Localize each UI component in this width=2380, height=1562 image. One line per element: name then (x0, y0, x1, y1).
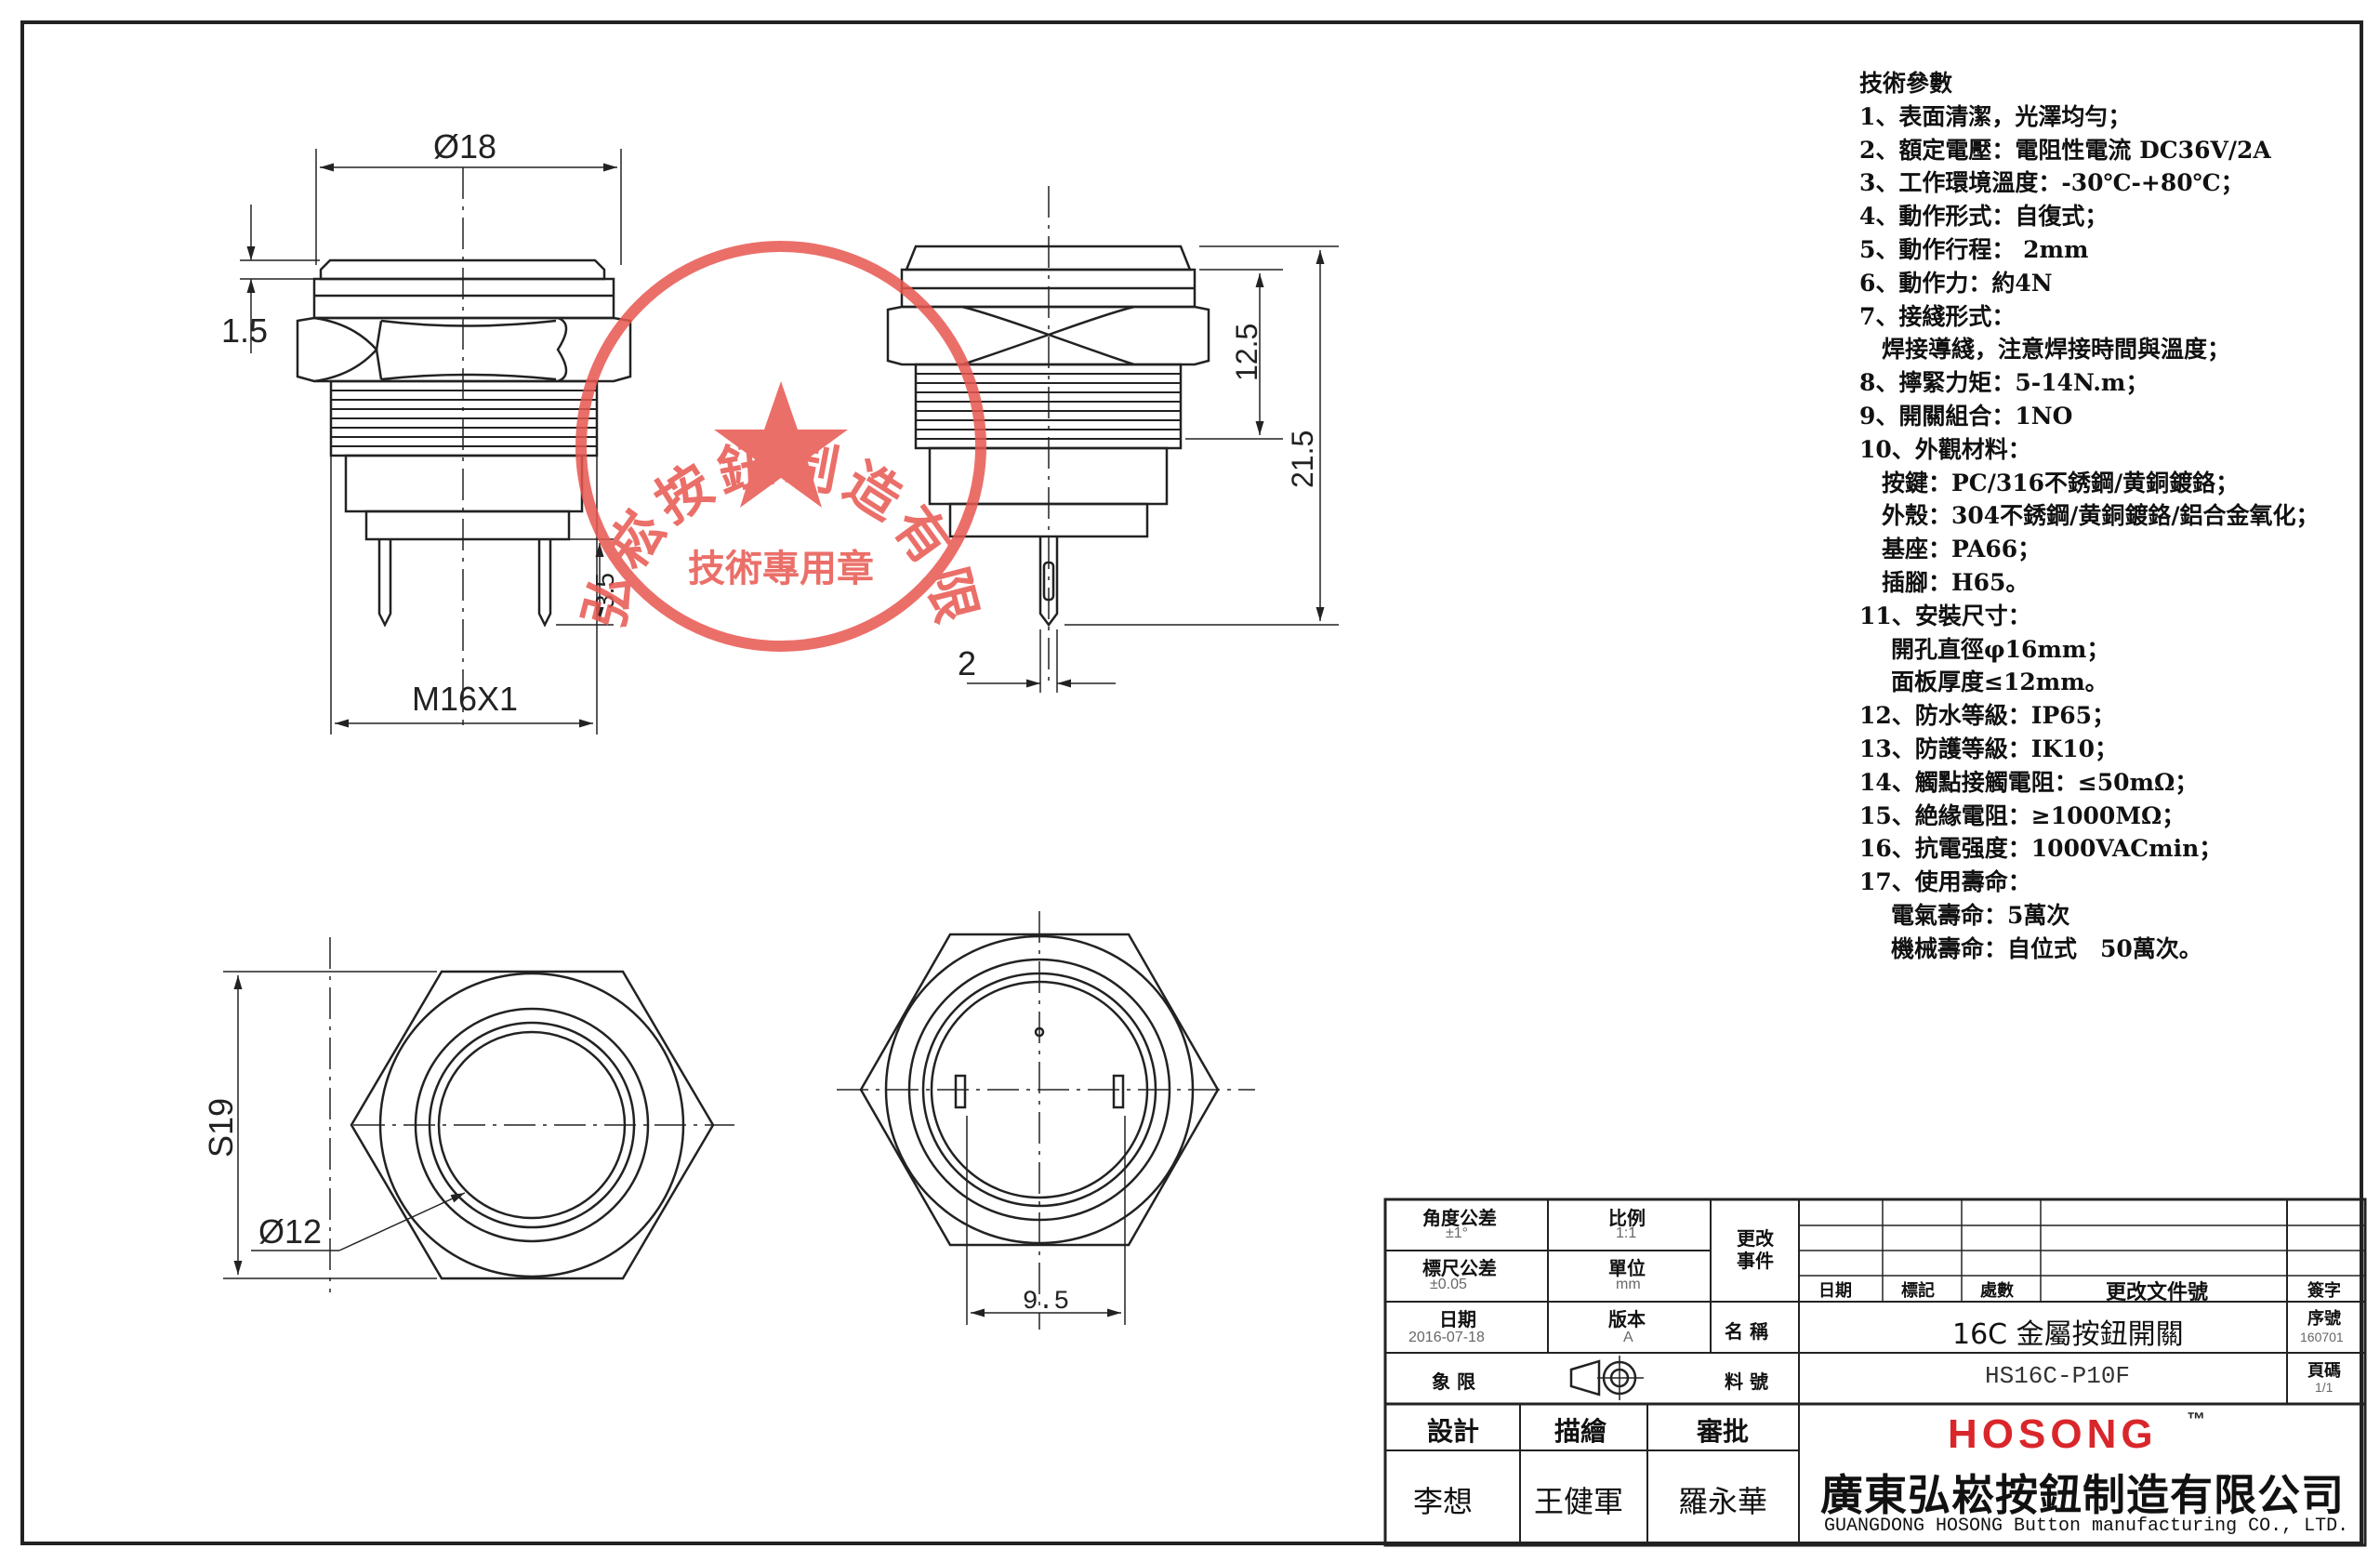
title-block (1383, 1198, 2367, 1547)
dim-diameter-12: Ø12 (258, 1212, 322, 1251)
change-event-label: 更改事件 (1737, 1227, 1774, 1272)
spec-item: 9、開關組合：1NO (1859, 402, 2073, 430)
reviewer-name: 羅永華 (1678, 1484, 1768, 1519)
spec-item: 17、使用壽命： (1859, 868, 2031, 896)
name-label: 名 稱 (1725, 1320, 1768, 1343)
angle-tolerance-value: ±1° (1446, 1225, 1469, 1241)
stamp-subtext: 技術專用章 (688, 547, 874, 590)
dim-diameter-18: Ø18 (433, 127, 496, 165)
quadrant-symbol (1569, 1356, 1644, 1400)
spec-item: 4、動作形式：自復式； (1859, 203, 2109, 231)
angle-tolerance-label: 角度公差 (1422, 1207, 1497, 1229)
dim-s19: S19 (202, 1098, 240, 1158)
serial-value: 160701 (2300, 1330, 2344, 1344)
dim-21-5: 21.5 (1286, 430, 1319, 488)
revision-date-header: 日期 (1818, 1281, 1852, 1301)
drafter-name: 王健軍 (1534, 1484, 1624, 1519)
version-value: A (1623, 1330, 1633, 1345)
spec-item: 16、抗電强度：1000VACmin； (1859, 835, 2223, 863)
company-stamp: 廣東弘崧按鈕制造有限公司 技術專用章 (0, 0, 986, 652)
spec-item: 開孔直徑φ16mm； (1891, 635, 2110, 663)
spec-item: 機械壽命：自位式 50萬次。 (1891, 934, 2202, 962)
spec-item: 焊接導綫，注意焊接時間與溫度； (1882, 336, 2231, 364)
spec-item: 面板厚度≤12mm。 (1891, 668, 2109, 696)
spec-item: 7、接綫形式： (1859, 302, 2016, 330)
spec-item: 15、絶緣電阻：≥1000MΩ； (1859, 801, 2186, 829)
revision-count-header: 處數 (1980, 1281, 2014, 1301)
spec-item: 外殼：304不銹鋼/黄銅鍍鉻/鋁合金氧化； (1882, 502, 2320, 530)
spec-item: 14、觸點接觸電阻：≤50mΩ； (1859, 768, 2199, 796)
spec-item: 插腳：H65。 (1882, 568, 2030, 596)
unit-value: mm (1616, 1277, 1641, 1292)
revision-document-header: 更改文件號 (2106, 1280, 2209, 1304)
technical-specs: 技術參數 1、表面清潔，光澤均勻； 2、額定電壓：電阻性電流 DC36V/2A … (1859, 67, 2361, 966)
scale-label: 比例 (1608, 1207, 1646, 1229)
company-name-english: GUANGDONG HOSONG Button manufacturing CO… (1824, 1516, 2349, 1537)
date-label: 日期 (1439, 1308, 1476, 1330)
designer-name: 李想 (1413, 1484, 1474, 1519)
signature-header: 簽字 (2307, 1281, 2341, 1301)
design-label: 設計 (1427, 1416, 1480, 1447)
spec-item: 基座：PA66； (1882, 536, 2042, 563)
dim-9-5: 9.5 (1023, 1288, 1069, 1317)
version-label: 版本 (1608, 1308, 1646, 1330)
spec-item: 11、安裝尺寸： (1859, 602, 2031, 629)
spec-item: 6、動作力：約4N (1859, 269, 2053, 297)
spec-item: 12、防水等級：IP65； (1859, 702, 2116, 730)
unit-label: 單位 (1608, 1257, 1646, 1279)
dim-3-5: 3.5 (590, 573, 619, 609)
spec-item: 8、擰緊力矩：5-14N.m； (1859, 369, 2149, 397)
dimension-tolerance-value: ±0.05 (1430, 1277, 1467, 1292)
spec-item: 按鍵：PC/316不銹鋼/黄銅鍍鉻； (1882, 469, 2240, 496)
quadrant-label: 象 限 (1432, 1370, 1475, 1393)
top-view-left (223, 937, 734, 1292)
review-label: 審批 (1697, 1416, 1750, 1447)
spec-item: 5、動作行程： 2mm (1859, 235, 2089, 263)
revision-mark-header: 標記 (1901, 1281, 1935, 1301)
page-value: 1/1 (2315, 1380, 2334, 1395)
brand-trademark: ™ (2187, 1410, 2205, 1430)
page-label: 頁碼 (2307, 1361, 2341, 1381)
dim-1-5: 1.5 (221, 311, 268, 350)
dim-thread-m16: M16X1 (412, 680, 518, 718)
spec-item: 電氣壽命：5萬次 (1891, 901, 2070, 929)
company-name-chinese: 廣東弘崧按鈕制造有限公司 (1820, 1470, 2345, 1520)
bottom-view-right (837, 911, 1255, 1330)
spec-item: 2、額定電壓：電阻性電流 DC36V/2A (1859, 136, 2271, 164)
date-value: 2016-07-18 (1408, 1330, 1485, 1345)
spec-item: 3、工作環境溫度：-30℃-+80℃； (1859, 169, 2244, 197)
serial-label: 序號 (2307, 1309, 2341, 1329)
side-view-left (240, 149, 632, 735)
spec-item: 10、外觀材料： (1859, 435, 2031, 463)
specs-title: 技術參數 (1859, 70, 1953, 97)
spec-item: 13、防護等級：IK10； (1859, 735, 2119, 762)
part-number-label: 料 號 (1725, 1370, 1768, 1393)
dim-12-5: 12.5 (1230, 324, 1263, 381)
brand-logo: HOSONG (1948, 1411, 2158, 1457)
draw-label: 描繪 (1554, 1416, 1607, 1447)
part-name: 16C 金屬按鈕開關 (1952, 1318, 2184, 1351)
side-view-right (886, 186, 1339, 693)
scale-value: 1:1 (1616, 1225, 1637, 1241)
dimension-tolerance-label: 標尺公差 (1422, 1257, 1497, 1279)
dim-2: 2 (958, 644, 976, 682)
spec-item: 1、表面清潔，光澤均勻； (1859, 102, 2132, 130)
drawing-frame (20, 20, 2363, 1545)
part-number: HS16C-P10F (1985, 1362, 2131, 1390)
